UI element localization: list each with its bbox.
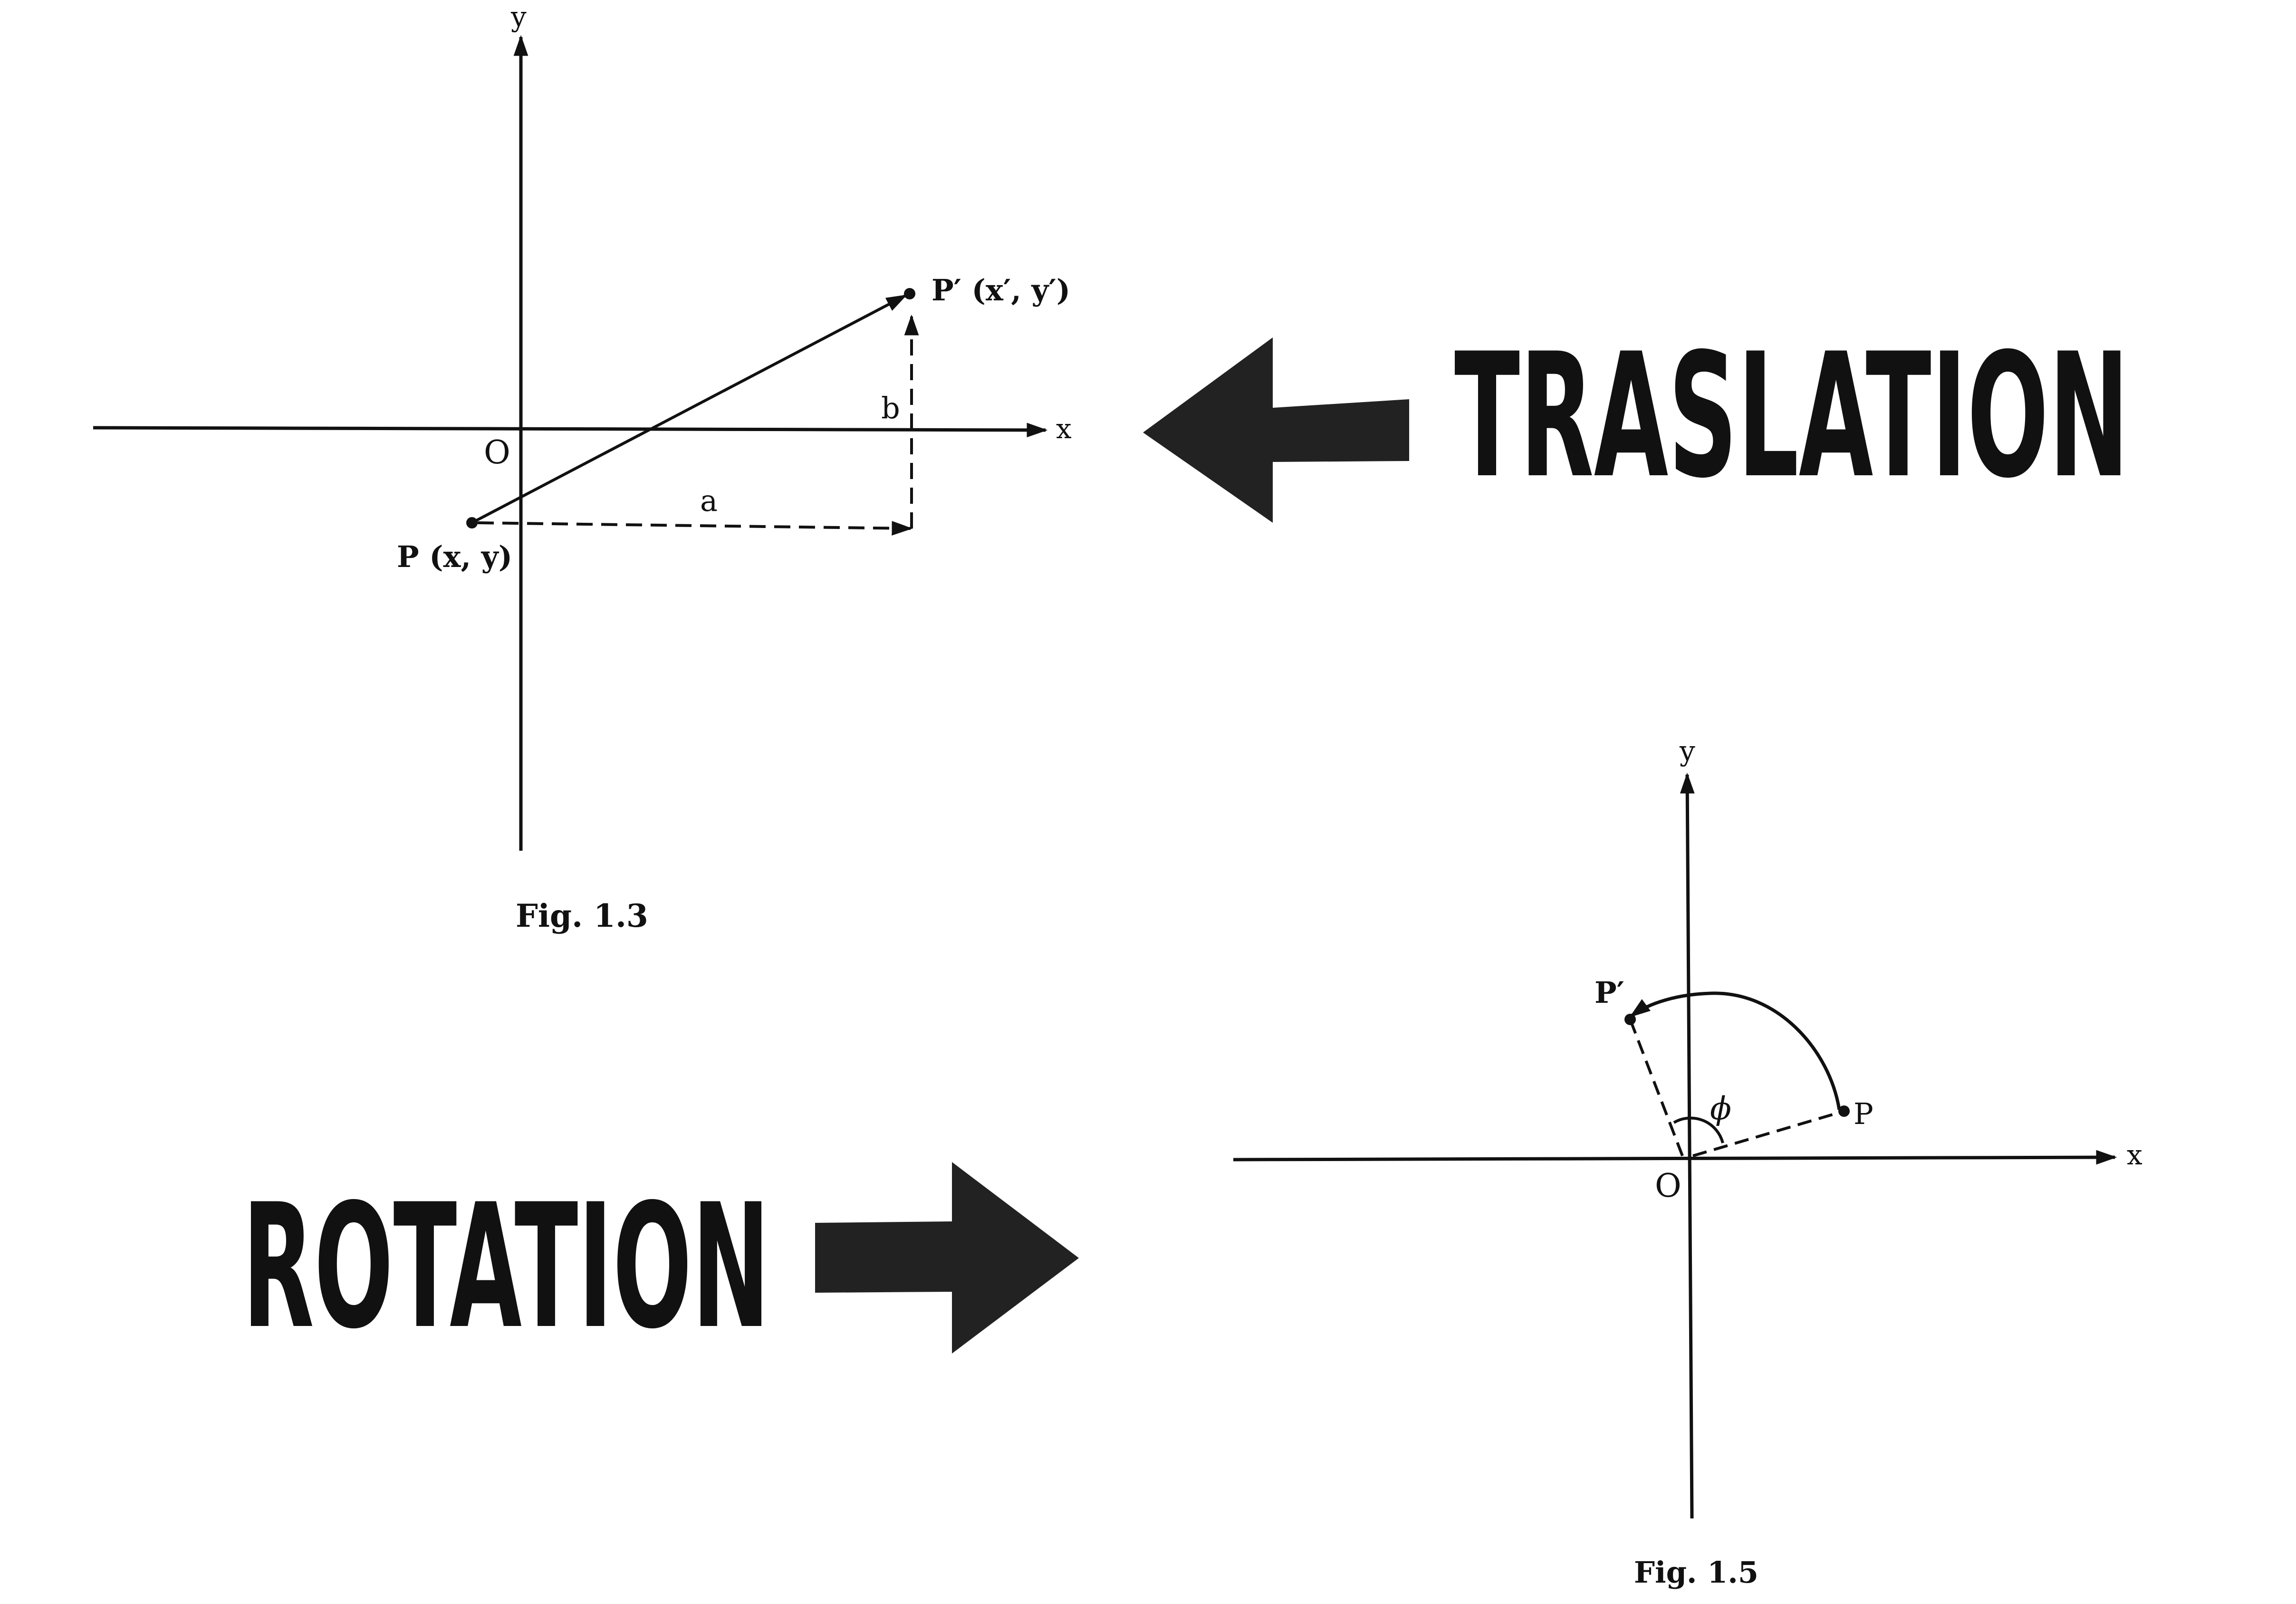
point-p-prime-label-translation: P′ (x′, y′) bbox=[932, 273, 1070, 307]
point-p-rotation bbox=[1838, 1105, 1850, 1117]
y-axis-rotation bbox=[1680, 772, 1695, 1519]
component-a-label: a bbox=[700, 483, 718, 518]
translation-vector bbox=[471, 294, 907, 524]
x-axis-label-rotation: x bbox=[2127, 1139, 2142, 1171]
figure-caption-translation: Fig. 1.3 bbox=[516, 897, 648, 934]
x-axis-label-translation: x bbox=[1056, 413, 1072, 445]
arrow-left-icon bbox=[1143, 337, 1409, 523]
arrow-right-icon bbox=[815, 1162, 1079, 1354]
angle-label: ϕ bbox=[1710, 1090, 1731, 1127]
figure-caption-rotation: Fig. 1.5 bbox=[1634, 1555, 1758, 1590]
origin-label-rotation: O bbox=[1655, 1167, 1681, 1205]
rotation-arc bbox=[1629, 991, 1841, 1110]
point-p-label-translation: P (x, y) bbox=[397, 539, 512, 574]
y-axis-label-translation: y bbox=[510, 0, 527, 33]
x-axis-rotation bbox=[1233, 1150, 2117, 1165]
radius-op bbox=[1692, 1110, 1844, 1157]
translation-figure: y x O P (x, y) P′ (x′, y′) a b Fig. 1.3 bbox=[93, 0, 1072, 934]
point-p-prime-translation bbox=[904, 288, 915, 299]
radius-op-prime bbox=[1629, 1018, 1684, 1157]
x-axis-translation bbox=[93, 423, 1048, 438]
translation-callout: TRASLATION bbox=[1143, 317, 2129, 523]
rotation-callout: ROTATION bbox=[242, 1162, 1079, 1366]
component-a-line bbox=[477, 521, 913, 536]
point-p-translation bbox=[466, 517, 478, 528]
origin-label-translation: O bbox=[484, 434, 510, 471]
rotation-figure: y x O ϕ P P′ Fig. 1.5 bbox=[1233, 735, 2142, 1590]
angle-arc bbox=[1673, 1116, 1724, 1143]
point-p-label-rotation: P bbox=[1854, 1096, 1873, 1131]
translation-callout-label: TRASLATION bbox=[1454, 317, 2129, 516]
rotation-callout-label: ROTATION bbox=[242, 1167, 770, 1366]
point-p-prime-label-rotation: P′ bbox=[1595, 975, 1624, 1010]
y-axis-label-rotation: y bbox=[1679, 735, 1695, 767]
point-p-prime-rotation bbox=[1624, 1014, 1636, 1025]
component-b-label: b bbox=[881, 391, 900, 425]
